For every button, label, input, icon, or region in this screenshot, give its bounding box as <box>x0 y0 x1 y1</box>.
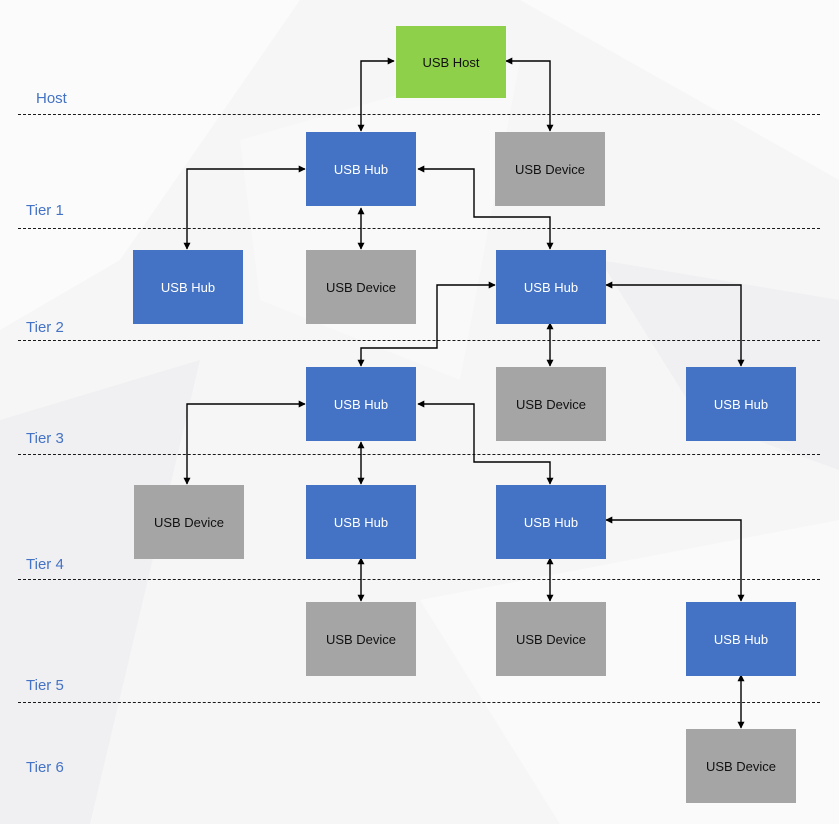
tier5-usb-device-left[interactable]: USB Device <box>306 602 416 676</box>
tier-divider-host <box>18 114 820 115</box>
tier-divider-2 <box>18 340 820 341</box>
tier-divider-5 <box>18 702 820 703</box>
tier-label-1: Tier 1 <box>26 202 64 219</box>
tier-label-3: Tier 3 <box>26 430 64 447</box>
tier2-usb-hub-left[interactable]: USB Hub <box>133 250 243 324</box>
tier5-usb-device-mid[interactable]: USB Device <box>496 602 606 676</box>
tier-divider-3 <box>18 454 820 455</box>
tier-label-2: Tier 2 <box>26 319 64 336</box>
tier1-usb-hub[interactable]: USB Hub <box>306 132 416 206</box>
tier-divider-1 <box>18 228 820 229</box>
tier-divider-4 <box>18 579 820 580</box>
tier4-usb-hub-right[interactable]: USB Hub <box>496 485 606 559</box>
tier4-usb-hub-mid[interactable]: USB Hub <box>306 485 416 559</box>
tier3-usb-hub-left[interactable]: USB Hub <box>306 367 416 441</box>
tier4-usb-device[interactable]: USB Device <box>134 485 244 559</box>
tier3-usb-hub-right[interactable]: USB Hub <box>686 367 796 441</box>
tier-label-5: Tier 5 <box>26 677 64 694</box>
tier-label-host: Host <box>36 90 67 107</box>
tier3-usb-device[interactable]: USB Device <box>496 367 606 441</box>
usb-host[interactable]: USB Host <box>396 26 506 98</box>
tier-label-4: Tier 4 <box>26 556 64 573</box>
tier5-usb-hub[interactable]: USB Hub <box>686 602 796 676</box>
tier2-usb-hub-right[interactable]: USB Hub <box>496 250 606 324</box>
tier-label-6: Tier 6 <box>26 759 64 776</box>
tier1-usb-device[interactable]: USB Device <box>495 132 605 206</box>
tier6-usb-device[interactable]: USB Device <box>686 729 796 803</box>
tier2-usb-device[interactable]: USB Device <box>306 250 416 324</box>
